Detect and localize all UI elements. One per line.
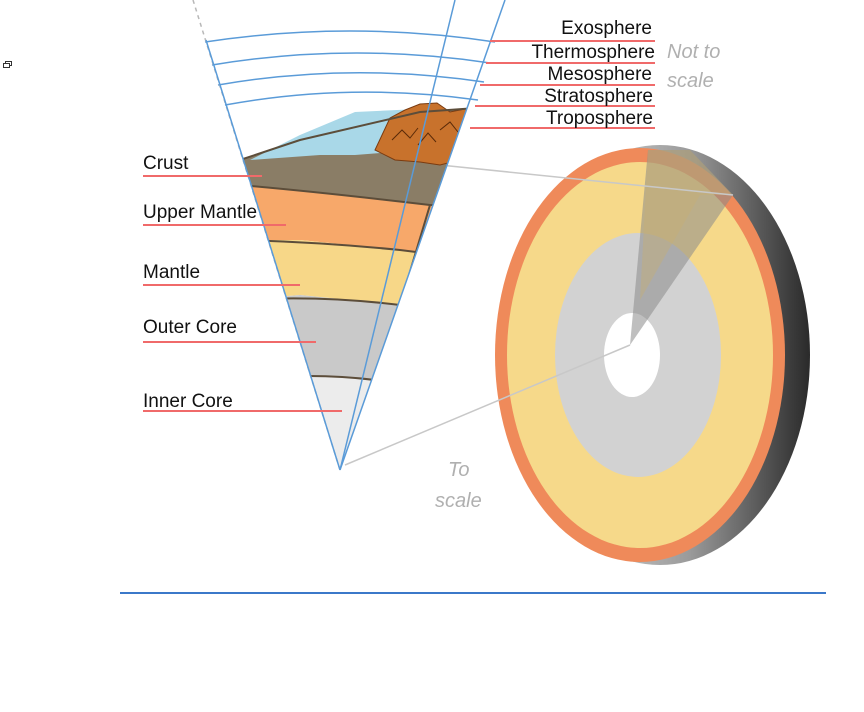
earth-cone bbox=[239, 0, 505, 470]
atmosphere-leaders bbox=[470, 40, 655, 129]
label-inner-core: Inner Core bbox=[143, 391, 233, 412]
cutaway-sphere bbox=[495, 145, 810, 565]
label-stratosphere: Stratosphere bbox=[544, 86, 653, 107]
atmosphere-labels: Exosphere Thermosphere Mesosphere Strato… bbox=[531, 18, 655, 129]
label-troposphere: Troposphere bbox=[546, 108, 653, 129]
mantle-layer bbox=[240, 240, 480, 305]
note-not-to-scale: scale bbox=[667, 70, 714, 92]
sphere-wedge-cut bbox=[630, 150, 733, 345]
scale-notes: Not to scale To scale bbox=[435, 41, 720, 512]
interior-leaders bbox=[143, 175, 342, 412]
connector-lines bbox=[344, 164, 734, 466]
interior-labels: Crust Upper Mantle Mantle Outer Core Inn… bbox=[143, 153, 257, 412]
label-mesosphere: Mesosphere bbox=[547, 64, 652, 85]
label-outer-core: Outer Core bbox=[143, 317, 237, 338]
note-to: To bbox=[448, 459, 470, 481]
atmosphere-arcs bbox=[204, 30, 496, 106]
label-mantle: Mantle bbox=[143, 262, 200, 283]
window-restore-icon[interactable] bbox=[3, 61, 12, 68]
label-upper-mantle: Upper Mantle bbox=[143, 202, 257, 223]
label-crust: Crust bbox=[143, 153, 189, 174]
outer-core-layer bbox=[240, 295, 455, 380]
sphere-inner-core bbox=[604, 313, 660, 397]
note-to-scale: scale bbox=[435, 490, 482, 512]
label-thermosphere: Thermosphere bbox=[531, 42, 655, 63]
divider-line bbox=[120, 592, 826, 594]
cone-edges bbox=[192, 0, 506, 471]
label-exosphere: Exosphere bbox=[561, 18, 652, 39]
note-not-to: Not to bbox=[667, 41, 720, 63]
